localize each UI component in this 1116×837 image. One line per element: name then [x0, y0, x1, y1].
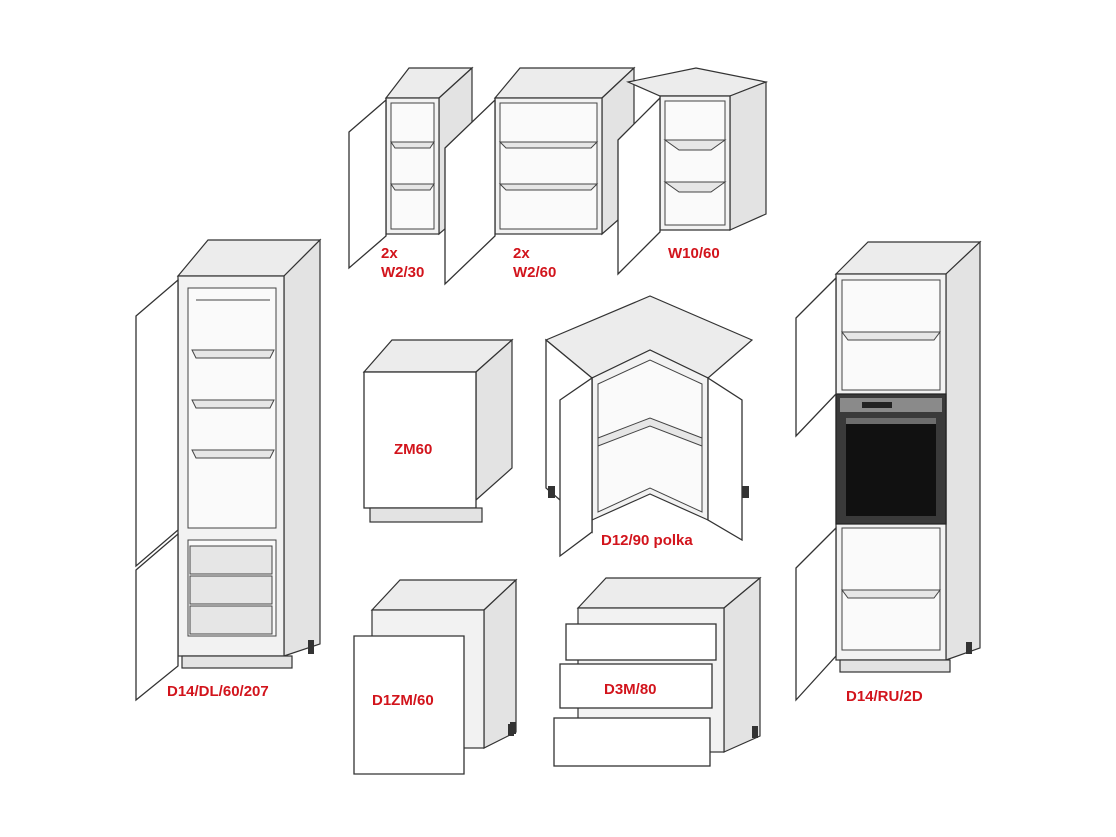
cabinet-d14-dl — [135, 238, 322, 702]
label-w2-30-qty: 2x — [381, 245, 398, 262]
label-w2-30-code: W2/30 — [381, 264, 424, 281]
label-d14-ru: D14/RU/2D — [846, 688, 923, 705]
cabinet-d1zm-60 — [353, 578, 518, 775]
label-d1zm-60: D1ZM/60 — [372, 692, 434, 709]
cabinet-w2-30 — [348, 66, 474, 270]
label-w2-60-code: W2/60 — [513, 264, 556, 281]
label-zm60: ZM60 — [394, 441, 432, 458]
cabinet-w2-60 — [444, 66, 636, 286]
label-w2-60-qty: 2x — [513, 245, 530, 262]
label-d14-dl: D14/DL/60/207 — [167, 683, 269, 700]
cabinet-zm60 — [362, 338, 514, 523]
label-d12-90: D12/90 polka — [601, 532, 693, 549]
cabinet-d12-90 — [544, 295, 754, 558]
label-d3m-80: D3M/80 — [604, 681, 657, 698]
label-w10-60: W10/60 — [668, 245, 720, 262]
cabinet-d3m-80 — [508, 576, 762, 767]
cabinet-d14-ru — [795, 240, 982, 702]
cabinet-w10-60 — [617, 67, 769, 276]
